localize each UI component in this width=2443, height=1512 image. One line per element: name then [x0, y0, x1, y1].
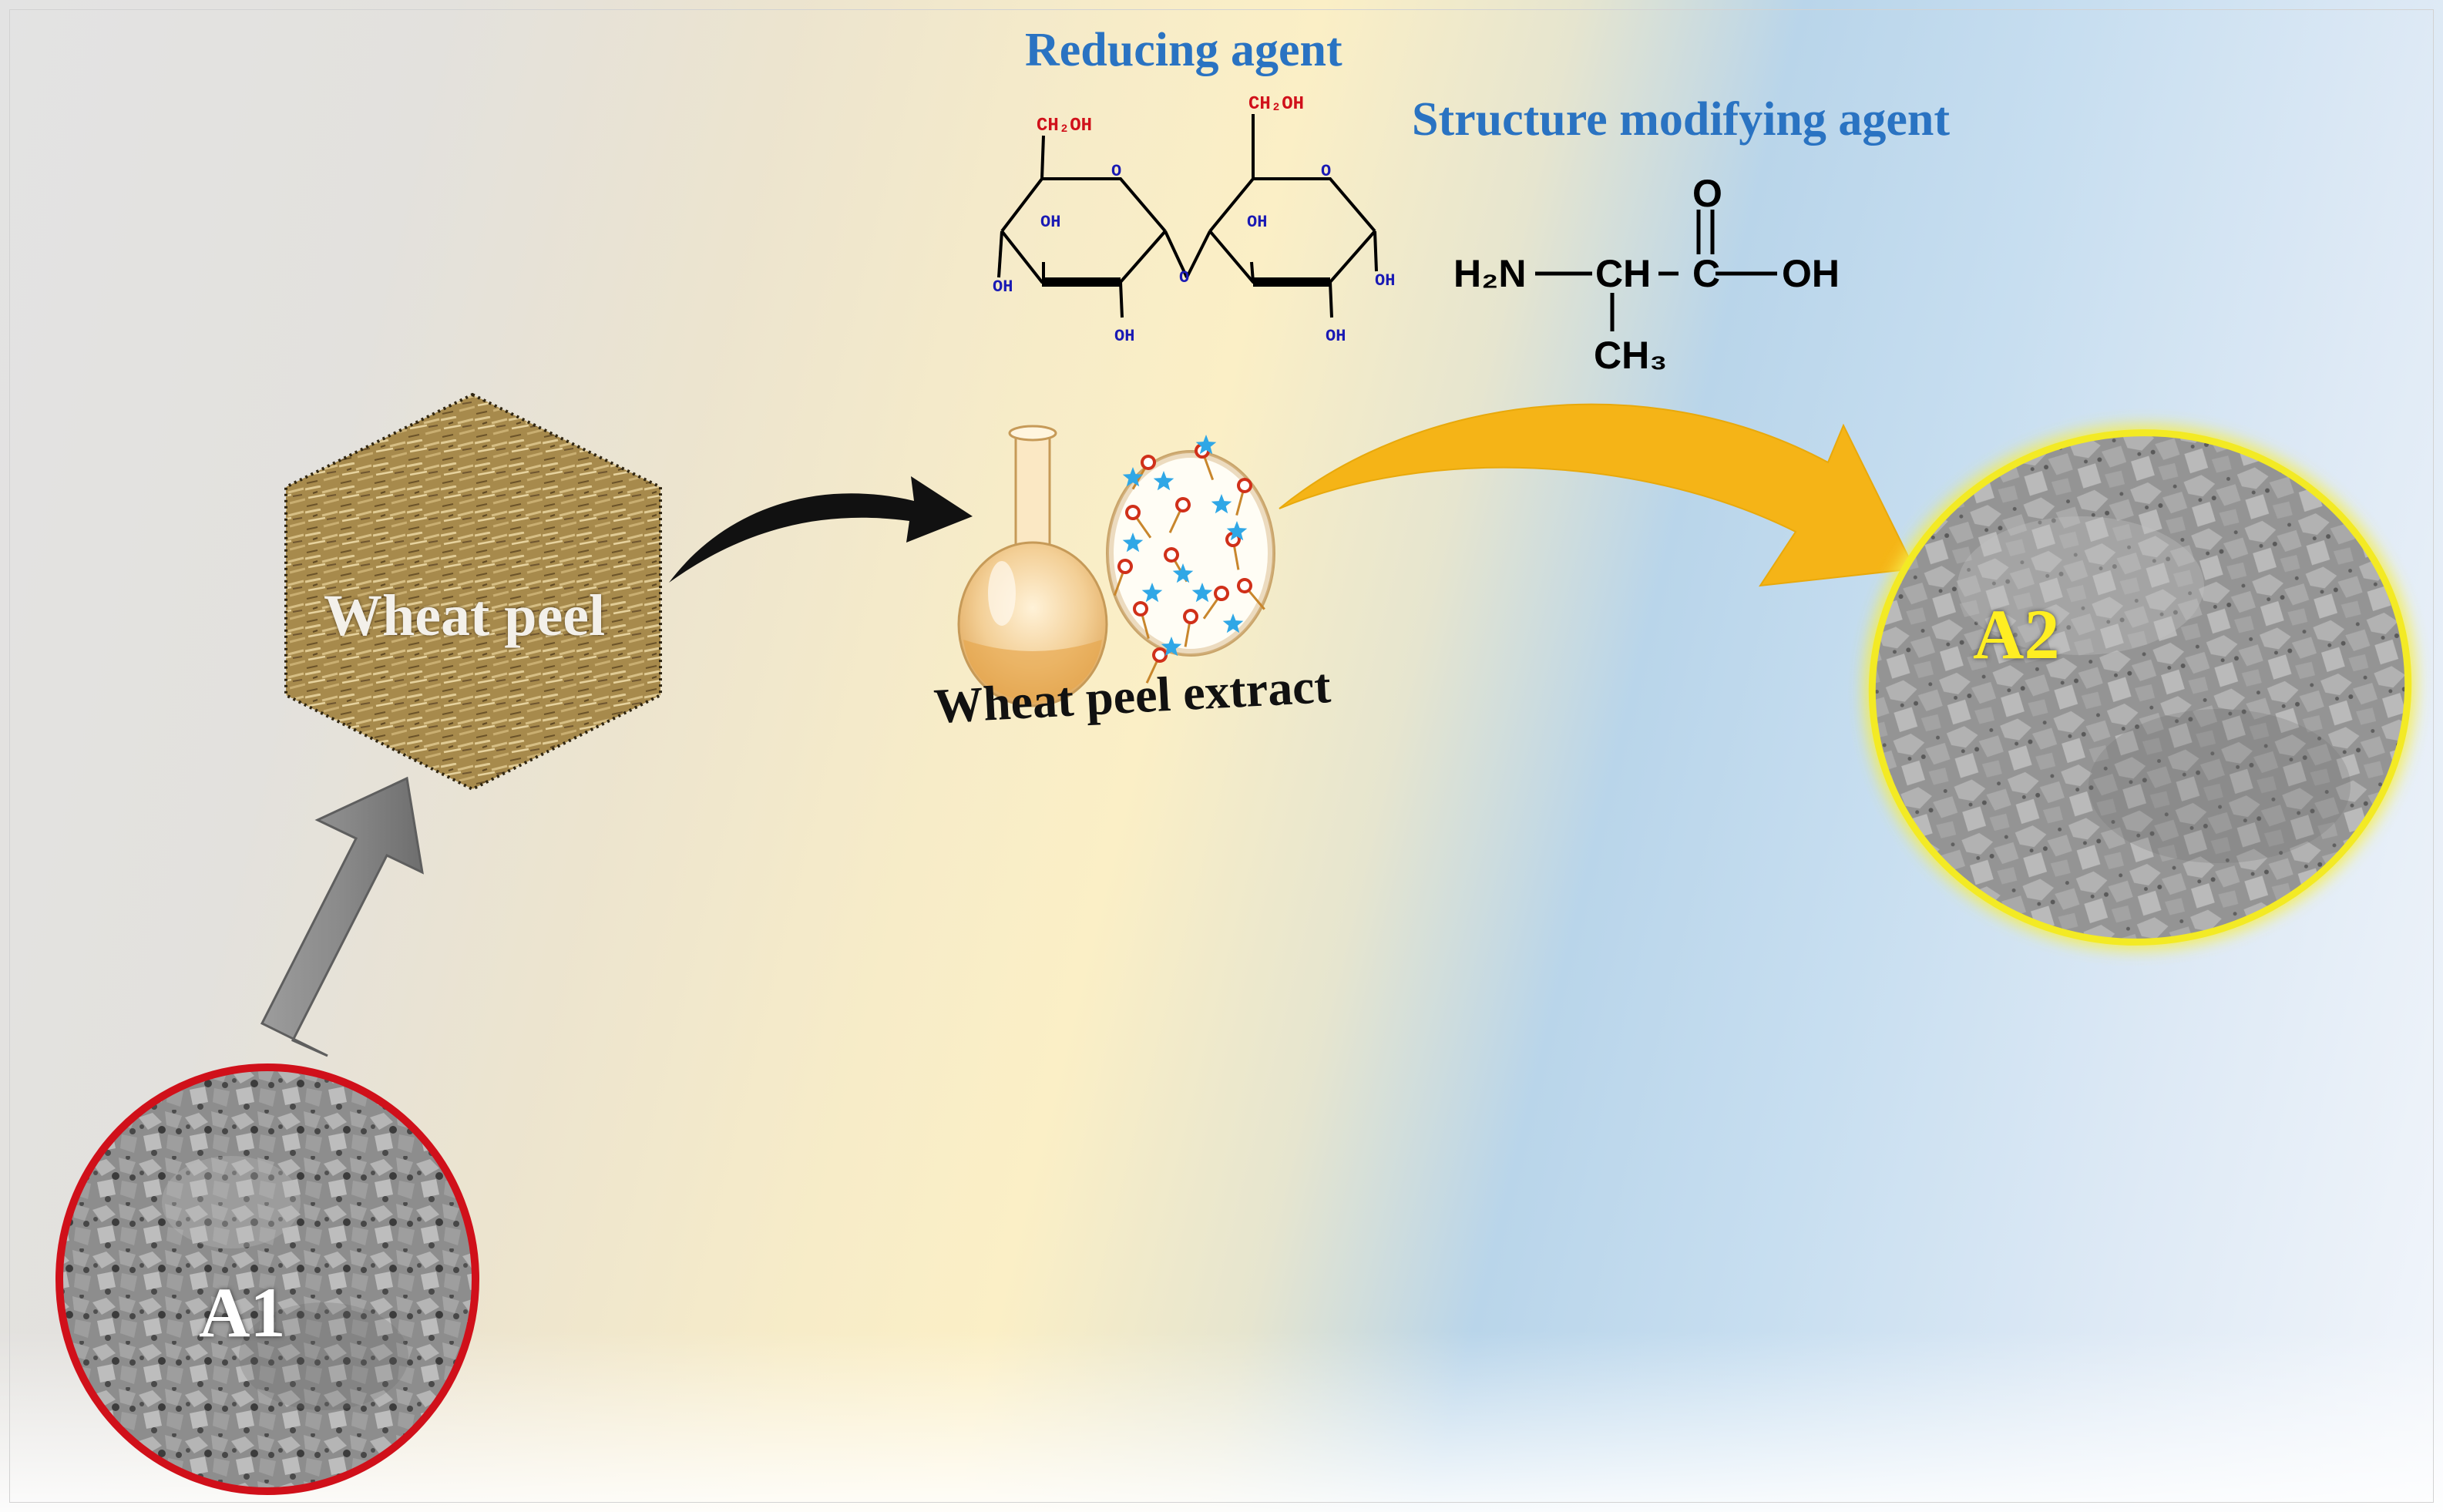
alanine-bonds	[1535, 210, 1777, 331]
star-icon	[1195, 435, 1217, 455]
oh-label-6: OH	[1326, 327, 1346, 346]
wheat-peel-hexagon	[284, 392, 662, 791]
surfactant-molecule	[1183, 609, 1198, 647]
black-curved-arrow	[669, 476, 973, 583]
a1-sem-circle	[55, 1063, 479, 1495]
star-icon	[1122, 467, 1144, 487]
bridge-o: O	[1179, 268, 1190, 287]
ch2oh-left-label: CH₂OH	[1037, 116, 1093, 136]
a1-label: A1	[199, 1273, 286, 1352]
oh-label-4: OH	[1247, 213, 1268, 232]
star-icon	[1141, 583, 1163, 603]
star-icon	[1222, 613, 1244, 633]
star-icon	[1211, 494, 1232, 514]
star-icon	[1122, 533, 1144, 553]
surfactant-molecule	[1145, 647, 1168, 684]
star-icon	[1161, 637, 1182, 657]
star-icon	[1172, 563, 1194, 583]
a2-sem-ellipse	[1864, 425, 2416, 950]
surfactant-molecule	[1168, 497, 1191, 533]
frame-border	[9, 9, 2434, 1503]
surfactant-molecule	[1113, 559, 1133, 596]
reducing-agent-label: Reducing agent	[1025, 24, 1342, 76]
surfactant-molecule	[1202, 586, 1229, 620]
disaccharide-structure	[997, 114, 1378, 318]
extract-molecules-circle	[1106, 435, 1275, 684]
gold-arrow	[1279, 403, 1916, 587]
oh-label-2: OH	[993, 277, 1013, 297]
oh-label-1: OH	[1040, 213, 1061, 232]
ch2oh-right-label: CH₂OH	[1248, 94, 1305, 115]
a2-label: A2	[1973, 595, 2060, 674]
grey-arrow	[260, 776, 424, 1057]
surfactant-molecule	[1125, 505, 1152, 539]
star-icon	[1153, 471, 1174, 491]
star-icon	[1191, 583, 1213, 603]
alanine-ch: CH	[1595, 252, 1652, 295]
surfactant-molecule	[1235, 478, 1252, 516]
alanine-oh: OH	[1782, 252, 1840, 295]
alanine-h2n: H₂N	[1453, 252, 1527, 295]
oh-label-5: OH	[1375, 271, 1396, 291]
structure-modifying-agent-label: Structure modifying agent	[1412, 93, 1951, 146]
ring-o-right: O	[1321, 162, 1332, 181]
alanine-c: C	[1692, 252, 1721, 295]
ring-o-left: O	[1111, 162, 1122, 181]
alanine-o: O	[1692, 172, 1722, 215]
wheat-peel-label: Wheat peel	[324, 583, 606, 648]
star-icon	[1226, 521, 1248, 541]
surfactant-molecule	[1237, 578, 1265, 610]
flask-icon	[957, 425, 1108, 707]
surfactant-molecule	[1133, 601, 1150, 640]
alanine-ch3: CH₃	[1594, 334, 1668, 377]
oh-label-3: OH	[1114, 327, 1135, 346]
